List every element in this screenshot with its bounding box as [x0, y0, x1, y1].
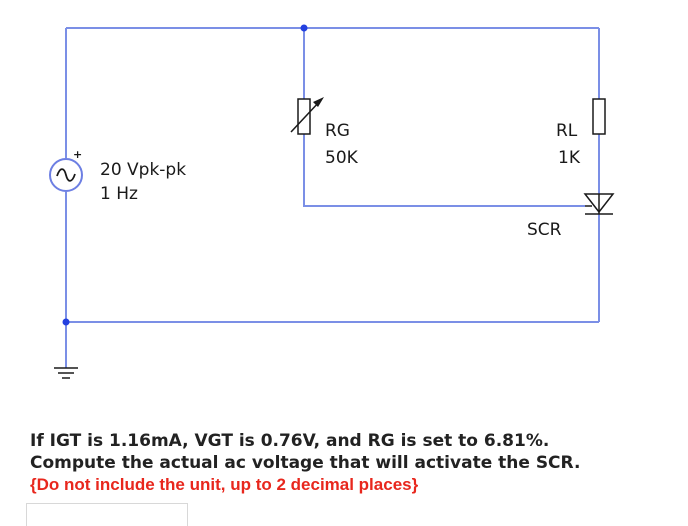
sine-icon [56, 168, 76, 182]
rg-potentiometer [290, 97, 324, 135]
bottom-node [62, 318, 70, 326]
question-line-1: If IGT is 1.16mA, VGT is 0.76V, and RG i… [30, 431, 550, 451]
circuit-diagram: + 20 Vpk-pk 1 Hz RG 50K RL 1K SCR [49, 24, 615, 379]
source-frequency-label: 1 Hz [100, 184, 138, 204]
scr-thyristor [583, 193, 615, 215]
source-value-label: 20 Vpk-pk [100, 160, 186, 180]
rg-wire-lower [303, 134, 585, 207]
rg-value-label: 50K [325, 148, 359, 168]
wires [65, 27, 600, 368]
ac-source: + [49, 148, 83, 192]
rg-name-label: RG [325, 121, 350, 141]
wiper-arrow-icon [290, 100, 321, 133]
question-note: {Do not include the unit, up to 2 decima… [30, 475, 419, 494]
question-line-2: Compute the actual ac voltage that will … [30, 453, 581, 473]
rl-value-label: 1K [558, 148, 581, 168]
top-node [300, 24, 308, 32]
answer-input[interactable] [26, 503, 188, 526]
rl-name-label: RL [556, 121, 578, 141]
source-polarity: + [73, 148, 82, 161]
question-block: If IGT is 1.16mA, VGT is 0.76V, and RG i… [30, 430, 670, 496]
rl-resistor [592, 98, 606, 135]
scr-label: SCR [527, 220, 562, 240]
ground-icon [54, 367, 78, 379]
